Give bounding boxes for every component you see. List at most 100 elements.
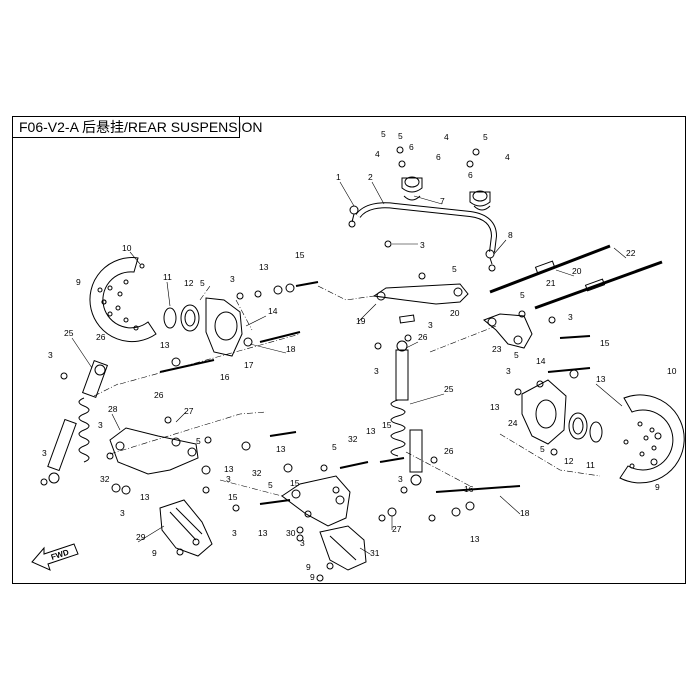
callout: 6 <box>436 152 441 162</box>
callout: 5 <box>268 480 273 490</box>
callout: 24 <box>508 418 518 428</box>
callout: 5 <box>540 444 545 454</box>
callout: 1 <box>336 172 341 182</box>
callout: 30 <box>286 528 296 538</box>
callout: 18 <box>286 344 296 354</box>
callout: 29 <box>136 532 146 542</box>
callout: 11 <box>163 272 172 282</box>
title-box: F06-V2-A 后悬挂/REAR SUSPENSION <box>12 116 263 138</box>
bushing-clamp-left <box>401 176 423 201</box>
callout: 9 <box>306 562 311 572</box>
callout: 32 <box>348 434 358 444</box>
callout: 4 <box>375 149 380 159</box>
callout: 14 <box>536 356 546 366</box>
callout: 9 <box>655 482 660 492</box>
upper-arm-right <box>483 313 533 349</box>
callout: 25 <box>64 328 74 338</box>
callout: 5 <box>520 290 525 300</box>
callout: 3 <box>374 366 379 376</box>
callout: 3 <box>568 312 573 322</box>
callout: 18 <box>520 508 530 518</box>
callout: 16 <box>464 484 474 494</box>
callout: 3 <box>506 366 511 376</box>
callout: 9 <box>152 548 157 558</box>
stabilizer-link-left <box>348 205 359 228</box>
callout: 5 <box>483 132 488 142</box>
callout: 4 <box>444 132 449 142</box>
brake-disc-right <box>619 394 685 484</box>
callout: 3 <box>398 474 403 484</box>
callout: 3 <box>226 474 231 484</box>
upper-arm-center <box>372 283 469 305</box>
fwd-arrow-icon: FWD <box>31 543 79 571</box>
knuckle-right <box>521 379 567 445</box>
callout: 17 <box>244 360 254 370</box>
callout: 3 <box>98 420 103 430</box>
brake-disc-left <box>89 257 157 343</box>
callout: 10 <box>667 366 677 376</box>
callout-labels: 1 2 3 5 4 4 6 6 5 5 4 6 7 8 10 11 9 12 5… <box>42 129 677 582</box>
callout: 12 <box>184 278 194 288</box>
diagram-frame <box>12 116 686 584</box>
callout: 3 <box>230 274 235 284</box>
callout: 15 <box>290 478 300 488</box>
diagram-title: F06-V2-A 后悬挂/REAR SUSPENSION <box>19 119 263 135</box>
callout: 9 <box>76 277 81 287</box>
callout: 13 <box>224 464 234 474</box>
callout: 13 <box>596 374 606 384</box>
shock-absorber-left <box>47 359 109 484</box>
callout: 3 <box>42 448 47 458</box>
callout: 13 <box>470 534 480 544</box>
skid-plate-center <box>319 525 367 571</box>
bearing-left <box>180 304 200 332</box>
callout: 3 <box>300 538 305 548</box>
callout: 27 <box>184 406 194 416</box>
callout: 3 <box>420 240 425 250</box>
callout: 26 <box>444 446 454 456</box>
callout: 5 <box>332 442 337 452</box>
callout: 5 <box>381 129 386 139</box>
callout: 31 <box>370 548 380 558</box>
callout: 10 <box>122 243 132 253</box>
callout: 14 <box>268 306 278 316</box>
leader-lines <box>71 181 627 555</box>
callout: 5 <box>398 131 403 141</box>
callout: 20 <box>450 308 460 318</box>
callout: 12 <box>564 456 574 466</box>
callout: 15 <box>295 250 305 260</box>
callout: 13 <box>258 528 268 538</box>
callout: 5 <box>196 436 201 446</box>
callout: 7 <box>440 196 445 206</box>
bushing-clamp-right <box>469 190 491 211</box>
callout: 13 <box>366 426 376 436</box>
callout: 13 <box>490 402 500 412</box>
callout: 4 <box>505 152 510 162</box>
callout: 32 <box>100 474 110 484</box>
callout: 20 <box>572 266 582 276</box>
callout: 19 <box>356 316 366 326</box>
callout: 3 <box>232 528 237 538</box>
callout: 15 <box>382 420 392 430</box>
callout: 13 <box>259 262 269 272</box>
callout: 23 <box>492 344 502 354</box>
callout: 6 <box>468 170 473 180</box>
shock-absorber-right <box>390 340 423 486</box>
callout: 25 <box>444 384 454 394</box>
snap-ring-left <box>163 307 177 329</box>
callout: 3 <box>428 320 433 330</box>
callout: 21 <box>546 278 556 288</box>
lower-arm-center <box>281 475 351 527</box>
callout: 3 <box>48 350 53 360</box>
callout: 16 <box>220 372 230 382</box>
small-parts <box>40 146 662 582</box>
callout: 6 <box>409 142 414 152</box>
callout: 26 <box>96 332 106 342</box>
long-bolt-22 <box>489 244 663 310</box>
callout: 2 <box>368 172 373 182</box>
sleeve-20 <box>399 260 606 324</box>
bolts <box>159 281 591 505</box>
callout: 15 <box>228 492 238 502</box>
knuckle-left <box>205 297 243 357</box>
callout: 26 <box>154 390 164 400</box>
